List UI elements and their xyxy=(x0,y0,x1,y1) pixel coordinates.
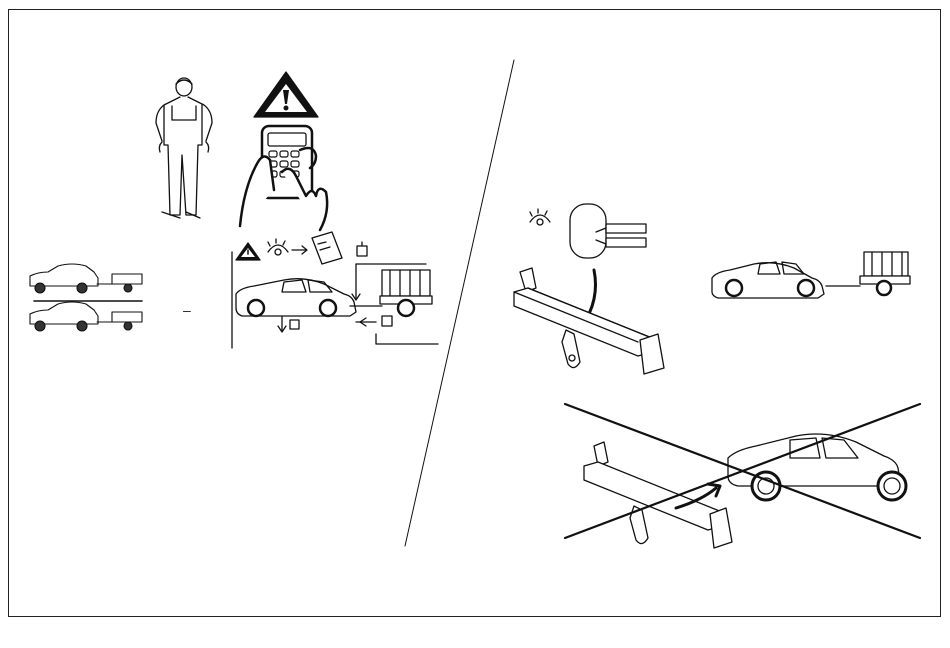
manual-icon xyxy=(312,232,342,264)
eye-icon xyxy=(268,239,288,255)
car-with-trailer-right xyxy=(712,252,910,298)
arrow-to-manual xyxy=(292,246,307,254)
car-with-trailer-main xyxy=(236,270,432,316)
installer-person-icon xyxy=(156,78,212,218)
eye-icon-right xyxy=(530,209,550,225)
tow-bar xyxy=(514,268,664,374)
warning-triangle-icon xyxy=(254,72,318,117)
car-with-trailer-small-top xyxy=(30,264,142,293)
weight-icon-tongue xyxy=(356,316,438,344)
small-warning-icon xyxy=(236,243,260,260)
label-callout xyxy=(570,204,646,258)
car-with-trailer-small-bottom xyxy=(30,302,142,331)
calculator-hand-icon xyxy=(240,126,327,230)
weight-icon-down xyxy=(278,316,299,332)
